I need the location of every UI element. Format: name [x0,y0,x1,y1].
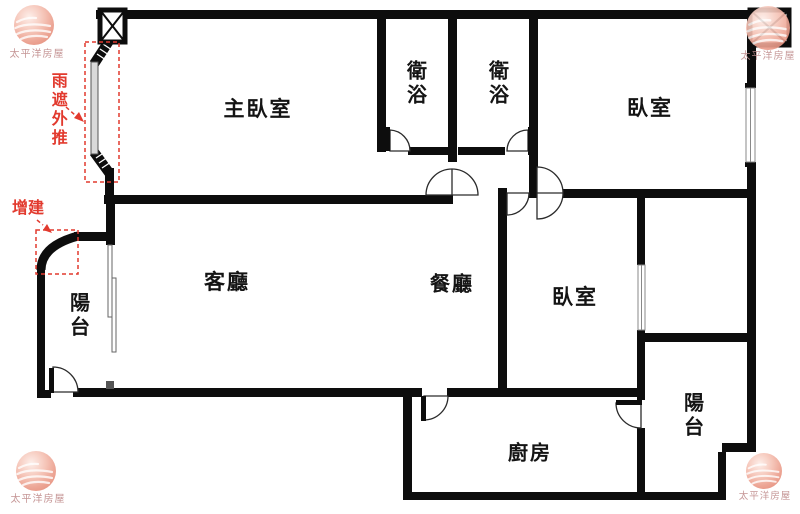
living-balcony-window [107,244,113,318]
watermark-text: 太平洋房屋 [9,49,65,60]
room-label-balcony-west: 陽台 [66,292,89,340]
extension-arrow-line [36,219,44,226]
balcony-southeast-door [615,402,642,429]
bedroom-east-door [506,192,530,216]
windows [90,61,756,353]
living-balcony-window-2 [111,277,117,353]
room-label-bathroom-2: 衛浴 [485,60,508,108]
door-leaves [49,127,642,421]
pacific-realty-logo-icon [14,5,54,45]
room-label-master-bedroom: 主臥室 [223,98,293,121]
balcony-west-door [52,366,79,393]
walls [36,10,756,500]
red-arrowheads [43,112,84,233]
rain-shield-arrow-line [65,106,76,116]
room-label-dining-room: 餐廳 [430,273,474,296]
extension-arrowhead [43,224,52,233]
rain-shield-dashed-box [84,41,120,183]
kitchen-door [423,395,449,421]
annotation-extension: 增建 [12,200,45,217]
pacific-realty-logo-icon [746,6,790,50]
watermark-text: 太平洋房屋 [10,494,66,505]
watermark-text: 太平洋房屋 [740,51,796,62]
room-label-kitchen: 廚房 [508,442,552,465]
doors [52,129,642,429]
pacific-realty-logo-icon [746,453,782,489]
bathroom-2-door [506,129,529,152]
shaft-x-box-top-left [97,7,128,45]
bay-window [90,61,99,155]
room-label-bedroom-east: 臥室 [552,286,598,309]
room-label-living-room: 客廳 [204,271,250,294]
room-label-bedroom-northeast: 臥室 [627,97,673,120]
bay-wall-hatching [95,43,113,169]
annotation-rain-shield: 雨遮外推 [48,72,66,148]
bathroom-1-door [389,129,411,152]
room-label-balcony-southeast: 陽台 [680,392,703,440]
extension-dashed-box [35,229,79,275]
rain-shield-arrowhead [74,112,84,122]
watermark-text: 太平洋房屋 [738,491,792,502]
room-label-bathroom-1: 衛浴 [403,60,426,108]
pacific-realty-logo-icon [16,451,56,491]
red-annotation-shapes [35,41,120,275]
